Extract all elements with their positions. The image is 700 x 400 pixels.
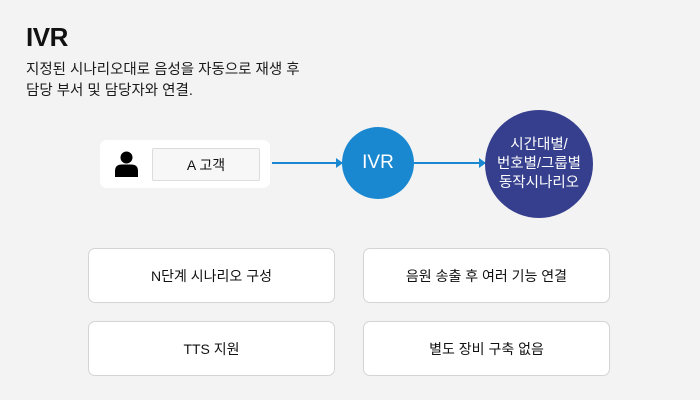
feature-card: 음원 송출 후 여러 기능 연결 — [363, 248, 610, 303]
ivr-node: IVR — [342, 127, 414, 199]
page-title: IVR — [26, 22, 68, 52]
feature-card: 별도 장비 구축 없음 — [363, 321, 610, 376]
description-line: 담당 부서 및 담당자와 연결. — [26, 83, 193, 99]
feature-card: N단계 시나리오 구성 — [88, 248, 335, 303]
customer-node: A 고객 — [100, 140, 270, 188]
scenario-node: 시간대별/ 번호별/그룹별 동작시나리오 — [485, 110, 593, 218]
feature-label: TTS 지원 — [183, 340, 240, 357]
arrow-customer-to-ivr — [272, 158, 343, 168]
scenario-line: 시간대별/ — [510, 136, 568, 153]
arrow-ivr-to-scenario — [414, 158, 486, 168]
customer-label: A 고객 — [152, 148, 260, 181]
ivr-label: IVR — [362, 152, 394, 173]
feature-card: TTS 지원 — [88, 321, 335, 376]
page-description: 지정된 시나리오대로 음성을 자동으로 재생 후 담당 부서 및 담당자와 연결… — [26, 60, 300, 102]
feature-label: N단계 시나리오 구성 — [151, 267, 272, 284]
feature-label: 별도 장비 구축 없음 — [429, 340, 544, 357]
description-line: 지정된 시나리오대로 음성을 자동으로 재생 후 — [26, 62, 300, 78]
scenario-line: 동작시나리오 — [498, 174, 580, 191]
scenario-line: 번호별/그룹별 — [496, 155, 582, 172]
person-icon — [115, 151, 138, 177]
feature-label: 음원 송출 후 여러 기능 연결 — [405, 267, 568, 284]
